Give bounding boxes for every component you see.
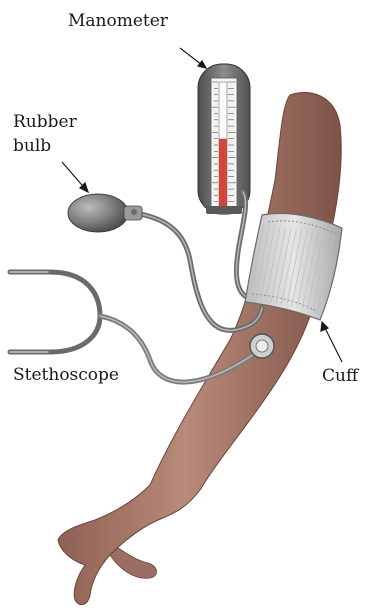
cuff: [245, 213, 342, 320]
cuff-label: Cuff: [322, 366, 360, 386]
manometer-label: Manometer: [68, 11, 169, 31]
manometer-base: [206, 206, 242, 214]
mercury-column: [219, 139, 227, 208]
stethoscope-label: Stethoscope: [13, 365, 119, 385]
stethoscope-earpiece-bottom: [10, 316, 100, 352]
rubber-bulb: [68, 194, 142, 232]
stethoscope-earpiece-top: [10, 272, 100, 316]
stethoscope-chestpiece: [250, 334, 274, 358]
rubber-bulb-label-line2: bulb: [13, 136, 51, 156]
thumb: [110, 548, 157, 578]
rubber-bulb-label-line1: Rubber: [13, 112, 78, 132]
